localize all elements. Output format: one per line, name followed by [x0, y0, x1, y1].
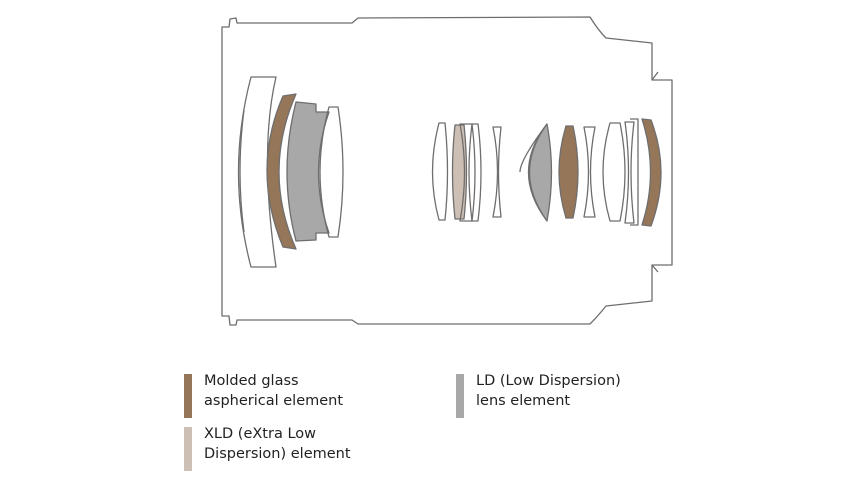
- legend-text-ld: LD (Low Dispersion) lens element: [476, 371, 621, 411]
- legend-xld: XLD (eXtra Low Dispersion) element: [184, 424, 351, 471]
- legend-swatch-molded: [184, 374, 192, 418]
- molded-aspherical-rear-1: [558, 125, 579, 219]
- legend-molded-line2: aspherical element: [204, 393, 344, 409]
- rear-element-5: [624, 121, 635, 224]
- lens-barrel-outline: [221, 16, 673, 326]
- legend-text-molded: Molded glass aspherical element: [204, 371, 343, 411]
- front-element-1-inner: [239, 109, 245, 233]
- legend-swatch-ld: [456, 374, 464, 418]
- ld-rear-element: [528, 123, 553, 222]
- legend-text-xld: XLD (eXtra Low Dispersion) element: [204, 424, 351, 464]
- molded-aspherical-front: [266, 93, 297, 250]
- legend-xld-line2: Dispersion) element: [204, 446, 351, 462]
- mid-element-1: [431, 122, 449, 221]
- molded-aspherical-rear-2: [641, 118, 662, 227]
- legend-ld-line2: lens element: [476, 393, 571, 409]
- legend-xld-line1: XLD (eXtra Low: [204, 426, 316, 442]
- rear-element-1-outline: [519, 123, 548, 222]
- front-element-1: [237, 76, 277, 268]
- front-group-rear-element: [319, 106, 344, 238]
- mid-element-5: [492, 126, 502, 218]
- legend-molded-line1: Molded glass: [204, 373, 299, 389]
- legend-ld: LD (Low Dispersion) lens element: [456, 371, 621, 418]
- barrel-rear-step: [651, 71, 659, 273]
- rear-element-3: [583, 126, 596, 218]
- legend-swatch-xld: [184, 427, 192, 471]
- legend-molded-glass: Molded glass aspherical element: [184, 371, 343, 418]
- rear-element-5b: [630, 118, 639, 226]
- mid-element-4: [471, 123, 482, 222]
- rear-element-4: [602, 122, 626, 222]
- ld-front-element: [286, 101, 330, 242]
- legend-ld-line1: LD (Low Dispersion): [476, 373, 621, 389]
